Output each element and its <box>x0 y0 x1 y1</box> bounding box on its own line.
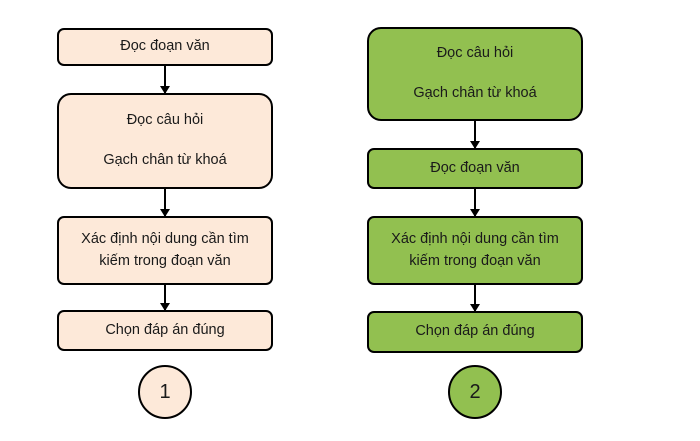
flow1-step-read-passage: Đọc đoạn văn <box>57 28 273 66</box>
flow2-number-badge: 2 <box>448 365 502 419</box>
arrow-down-icon <box>160 285 170 311</box>
arrow-down-icon <box>160 66 170 94</box>
flow2-step-read-passage: Đọc đoạn văn <box>367 148 583 189</box>
flow1-step-identify-content: Xác định nội dung cần tìm kiếm trong đoạ… <box>57 216 273 285</box>
step-text: Đọc đoạn văn <box>120 38 210 55</box>
badge-number: 2 <box>469 380 481 403</box>
step-text: Chọn đáp án đúng <box>415 323 535 340</box>
flow2-step-identify-content: Xác định nội dung cần tìm kiếm trong đoạ… <box>367 216 583 285</box>
flow2-step-choose-answer: Chọn đáp án đúng <box>367 311 583 353</box>
flow1-step-choose-answer: Chọn đáp án đúng <box>57 310 273 351</box>
step-text: Gạch chân từ khoá <box>103 152 227 168</box>
step-text: Đọc đoạn văn <box>430 159 520 176</box>
step-text: kiếm trong đoạn văn <box>409 252 541 269</box>
step-text: Gạch chân từ khoá <box>413 85 537 101</box>
arrow-down-icon <box>470 121 480 149</box>
badge-number: 1 <box>159 380 171 403</box>
arrow-down-icon <box>470 285 480 312</box>
step-text: Đọc câu hỏi <box>436 45 514 62</box>
step-text: kiếm trong đoạn văn <box>99 252 231 269</box>
step-text: Xác định nội dung cần tìm <box>81 230 249 247</box>
arrow-down-icon <box>160 189 170 217</box>
step-text: Chọn đáp án đúng <box>105 321 225 338</box>
flow1-step-read-question: Đọc câu hỏi Gạch chân từ khoá <box>57 93 273 189</box>
step-text: Đọc câu hỏi <box>126 112 204 129</box>
flow1-number-badge: 1 <box>138 365 192 419</box>
flow2-step-read-question: Đọc câu hỏi Gạch chân từ khoá <box>367 27 583 121</box>
arrow-down-icon <box>470 189 480 217</box>
step-text: Xác định nội dung cần tìm <box>391 230 559 247</box>
